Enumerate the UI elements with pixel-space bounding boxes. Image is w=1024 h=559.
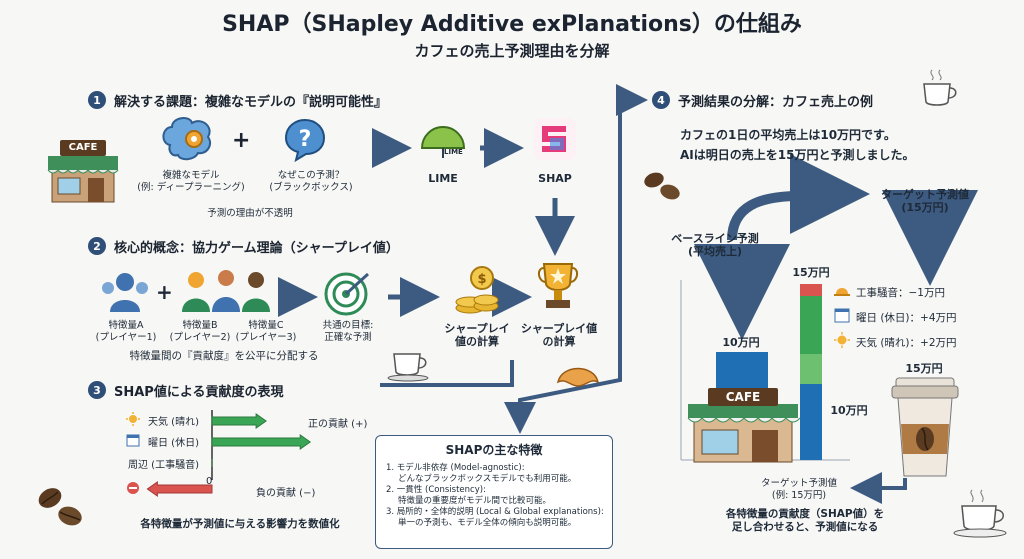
opaque-note: 予測の理由が不透明 xyxy=(207,208,293,219)
feature-item-3-desc: 単一の予測も、モデル全体の傾向も説明可能。 xyxy=(398,518,577,528)
coffee-cup-decor-icon xyxy=(386,346,432,382)
contrib-weather: 天気 (晴れ)：+2万円 xyxy=(856,337,957,349)
section3-footer: 各特徴量が予測値に与える影響力を数値化 xyxy=(140,518,340,530)
calc1-label: シャープレイ値の計算 xyxy=(444,322,510,348)
coffee-cup-bottom-icon xyxy=(952,486,1012,538)
shap-bar-chart xyxy=(120,410,370,510)
bar-label-construction: 周辺 (工事騒音) xyxy=(128,460,199,471)
stack-mid-value: 10万円 xyxy=(830,404,868,417)
coffee-cup-top-icon xyxy=(918,66,962,110)
featureC-label: 特徴量C(プレイヤー3) xyxy=(235,320,297,343)
target-goal-icon xyxy=(322,268,374,318)
calendar-icon-2 xyxy=(834,307,850,323)
calc2-label: シャープレイ値の計算 xyxy=(520,322,598,348)
coffee-beans-small-icon xyxy=(640,168,686,202)
goal-label: 共通の目標:正確な予測 xyxy=(322,320,374,343)
shap-bar-0 xyxy=(211,413,267,429)
player-group-icon-a xyxy=(98,268,152,318)
shap-logo-icon xyxy=(532,116,578,162)
section2-title: 核心的概念：協力ゲーム理論（シャープレイ値） xyxy=(114,241,399,256)
feature-item-1-desc: どんなブラックボックスモデルでも利用可能。 xyxy=(398,474,577,484)
stacked-prediction-column xyxy=(800,284,822,460)
section1-title: 解決する課題：複雑なモデルの『説明可能性』 xyxy=(114,95,388,110)
section4-footer: 各特徴量の貢献度（SHAP値）を 足し合わせると、予測値になる xyxy=(725,508,885,533)
contrib-construction: 工事騒音：−1万円 xyxy=(856,287,945,299)
cup-value: 15万円 xyxy=(905,362,943,375)
stack-segment-weekend xyxy=(800,296,822,354)
negative-label: 負の貢献 (−) xyxy=(256,488,316,499)
cafe-storefront-icon: CAFE xyxy=(47,140,119,203)
shap-features-box: SHAPの主な特徴 1. モデル非依存 (Model-agnostic): どん… xyxy=(375,435,613,549)
sun-icon-2 xyxy=(834,332,850,348)
baseline-label: ベースライン予測(平均売上) xyxy=(671,232,759,258)
feature-item-2: 2. 一貫性 (Consistency): xyxy=(386,485,486,495)
stack-segment-baseline xyxy=(800,384,822,460)
team-players-icon xyxy=(176,266,276,318)
section3-number: 3 xyxy=(88,381,106,399)
feature-item-3: 3. 局所的・全体的説明 (Local & Global explanation… xyxy=(386,507,604,517)
question-label: なぜこの予測？ (ブラックボックス) xyxy=(269,170,353,193)
stack-segment-weather xyxy=(800,354,822,384)
cafe-sign-large-text: CAFE xyxy=(725,390,761,404)
baseline-bar xyxy=(716,352,768,392)
cafe-storefront-large-icon: CAFE xyxy=(687,386,801,463)
section4-intro-1: カフェの1日の平均売上は10万円です。 xyxy=(680,128,896,142)
contrib-weekend: 曜日 (休日)：+4万円 xyxy=(856,312,957,324)
svg-text:?: ? xyxy=(299,127,312,152)
features-title: SHAPの主な特徴 xyxy=(445,443,543,457)
section1-number: 1 xyxy=(88,91,106,109)
cafe-sign-text: CAFE xyxy=(68,142,98,153)
coin-stack-icon: $ xyxy=(452,264,502,316)
sun-icon xyxy=(126,412,140,426)
page-title: SHAP（SHapley Additive exPlanations）の仕組み xyxy=(222,12,802,37)
baseline-value: 10万円 xyxy=(722,336,760,349)
lime-label: LIME xyxy=(428,172,458,185)
construction-helmet-icon xyxy=(834,282,850,298)
target-label: ターゲット予測値(15万円) xyxy=(881,188,969,214)
section4-intro-2: AIは明日の売上を15万円と予測しました。 xyxy=(680,148,915,162)
feature-item-1: 1. モデル非依存 (Model-agnostic): xyxy=(386,463,525,473)
section3-title: SHAP値による貢献度の表現 xyxy=(114,385,284,400)
section4-title: 予測結果の分解：カフェ売上の例 xyxy=(678,95,874,110)
takeaway-coffee-icon xyxy=(891,377,959,478)
bar-label-weather: 天気 (晴れ) xyxy=(148,417,199,428)
feature-item-2-desc: 特徴量の重要度がモデル間で比較可能。 xyxy=(398,496,552,506)
calendar-icon xyxy=(126,433,140,447)
shap-bar-negative xyxy=(146,481,213,497)
zero-label: 0 xyxy=(206,476,213,487)
plus-icon-2: + xyxy=(156,280,173,304)
distribute-note: 特徴量間の『貢献度』を公平に分配する xyxy=(129,350,319,362)
bar-label-day: 曜日 (休日) xyxy=(148,438,199,449)
croissant-icon xyxy=(556,360,600,390)
question-bubble-icon: ? xyxy=(282,118,328,163)
shap-bar-1 xyxy=(211,434,312,450)
svg-text:$: $ xyxy=(477,272,486,287)
page-subtitle: カフェの売上予測理由を分解 xyxy=(414,42,610,60)
brain-gear-icon xyxy=(160,115,214,165)
target-note: ターゲット予測値(例: 15万円) xyxy=(760,478,837,501)
model-label: 複雑なモデル (例: ディープラーニング) xyxy=(137,170,245,193)
trophy-icon xyxy=(536,260,580,314)
coffee-beans-icon xyxy=(34,482,88,532)
plus-icon: + xyxy=(232,128,251,153)
section2-number: 2 xyxy=(88,237,106,255)
featureA-label: 特徴量A(プレイヤー1) xyxy=(95,320,157,343)
stack-top-value: 15万円 xyxy=(792,266,830,279)
stack-segment-construction xyxy=(800,284,822,296)
shap-label: SHAP xyxy=(538,172,572,185)
lime-icon-text: LIME xyxy=(444,148,463,156)
featureB-label: 特徴量B(プレイヤー2) xyxy=(169,320,231,343)
minus-circle-icon xyxy=(126,481,140,495)
lime-gauge-icon: LIME xyxy=(418,118,468,162)
section4-number: 4 xyxy=(652,91,670,109)
positive-label: 正の貢献 (+) xyxy=(308,419,368,430)
